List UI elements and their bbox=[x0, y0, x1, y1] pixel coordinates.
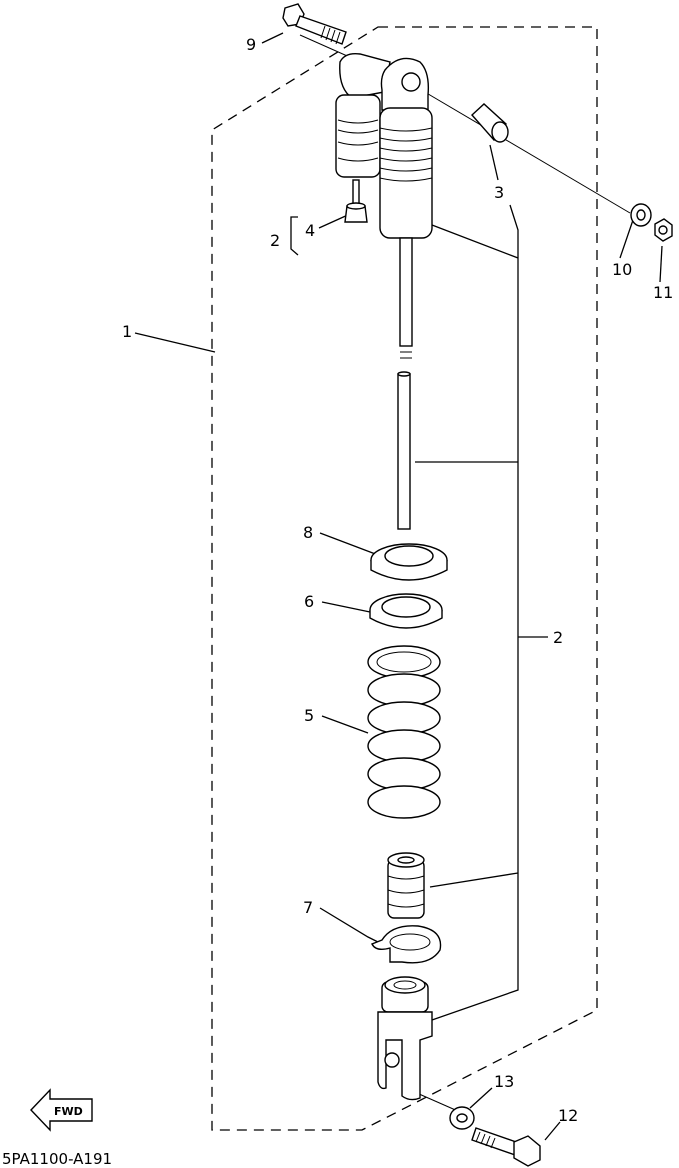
callout-13: 13 bbox=[494, 1072, 514, 1091]
valve-cap-4 bbox=[344, 202, 368, 223]
leader-lines bbox=[134, 32, 663, 1141]
subassembly-bracket bbox=[415, 204, 548, 1021]
adjuster-6 bbox=[369, 593, 443, 629]
collar-3 bbox=[471, 103, 509, 143]
bump-stop bbox=[387, 852, 425, 919]
spring-guide-7 bbox=[371, 925, 442, 964]
bolt-12 bbox=[471, 1127, 541, 1167]
fwd-arrow-icon: FWD bbox=[30, 1088, 93, 1132]
locknut-8 bbox=[370, 543, 448, 581]
washer-13 bbox=[449, 1106, 475, 1130]
callout-10: 10 bbox=[612, 260, 632, 279]
callout-12: 12 bbox=[558, 1106, 578, 1125]
piston-rod bbox=[397, 371, 411, 530]
damper-body bbox=[379, 57, 433, 359]
callout-2-side: 2 bbox=[553, 628, 563, 647]
callout-9: 9 bbox=[246, 35, 256, 54]
bolt-9 bbox=[282, 3, 347, 45]
callout-6: 6 bbox=[304, 592, 314, 611]
diagram-code: 5PA1100-A191 bbox=[2, 1150, 112, 1168]
fwd-label: FWD bbox=[54, 1105, 83, 1118]
nut-11 bbox=[654, 218, 673, 242]
washer-10 bbox=[630, 203, 652, 227]
callout-4: 4 bbox=[305, 221, 315, 240]
spring-5 bbox=[367, 645, 441, 819]
assembly-boundary bbox=[211, 26, 598, 1131]
callout-1: 1 bbox=[122, 322, 132, 341]
callout-2-top: 2 bbox=[270, 231, 280, 250]
callout-3: 3 bbox=[494, 183, 504, 202]
lower-clevis bbox=[377, 976, 433, 1101]
callout-labels: 1 2 2 3 4 5 6 7 8 9 10 11 12 13 bbox=[122, 35, 673, 1125]
callout-8: 8 bbox=[303, 523, 313, 542]
callout-11: 11 bbox=[653, 283, 673, 302]
callout-5: 5 bbox=[304, 706, 314, 725]
callout-7: 7 bbox=[303, 898, 313, 917]
